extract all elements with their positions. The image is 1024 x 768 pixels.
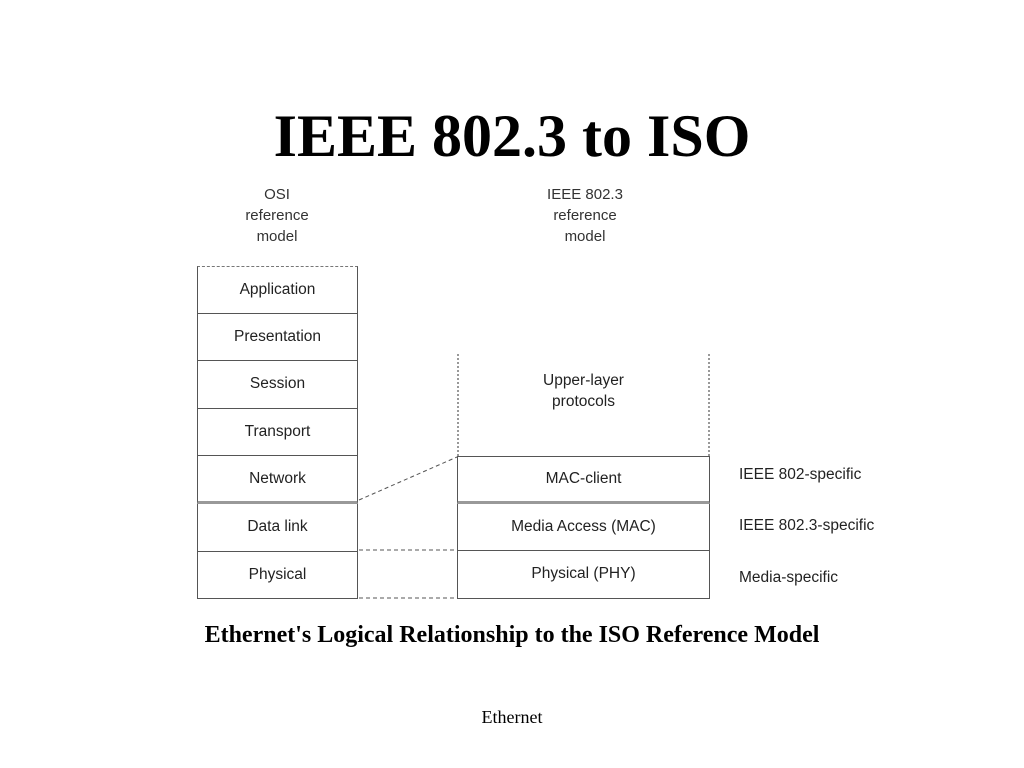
ieee-model-heading: IEEE 802.3 reference model (485, 184, 685, 247)
osi-layer-stack: Application Presentation Session Transpo… (197, 266, 358, 600)
ieee-heading-line: model (564, 228, 606, 245)
label-ieee-802-3-specific: IEEE 802.3-specific (739, 517, 875, 534)
osi-heading-line: OSI (264, 186, 290, 203)
figure-caption: Ethernet's Logical Relationship to the I… (204, 622, 820, 648)
osi-heading-line: model (256, 228, 298, 245)
upper-layer-line: protocols (552, 393, 615, 410)
osi-layer-data-link: Data link (197, 503, 358, 552)
osi-layer-application: Application (197, 266, 358, 314)
osi-layer-physical: Physical (197, 551, 358, 600)
slide-title: IEEE 802.3 to ISO (273, 103, 751, 169)
ieee-layer-mac: Media Access (MAC) (457, 503, 710, 551)
upper-layer-line: Upper-layer (543, 372, 624, 389)
osi-model-heading: OSI reference model (177, 184, 377, 247)
ieee-layer-mac-client: MAC-client (457, 456, 710, 504)
osi-heading-line: reference (245, 207, 309, 224)
slide-footer: Ethernet (481, 707, 543, 727)
osi-layer-network: Network (197, 456, 358, 504)
ieee-layer-stack: MAC-client Media Access (MAC) Physical (… (457, 456, 710, 599)
osi-layer-session: Session (197, 361, 358, 409)
ieee-heading-line: reference (553, 207, 617, 224)
osi-layer-transport: Transport (197, 408, 358, 457)
osi-layer-presentation: Presentation (197, 313, 358, 362)
connector-network-to-mac-client (358, 456, 458, 501)
ieee-layer-phy: Physical (PHY) (457, 551, 710, 599)
label-media-specific: Media-specific (739, 569, 839, 586)
label-ieee-802-specific: IEEE 802-specific (739, 466, 862, 483)
ieee-upper-layer-protocols: Upper-layer protocols (457, 354, 710, 456)
ieee-heading-line: IEEE 802.3 (547, 186, 623, 203)
